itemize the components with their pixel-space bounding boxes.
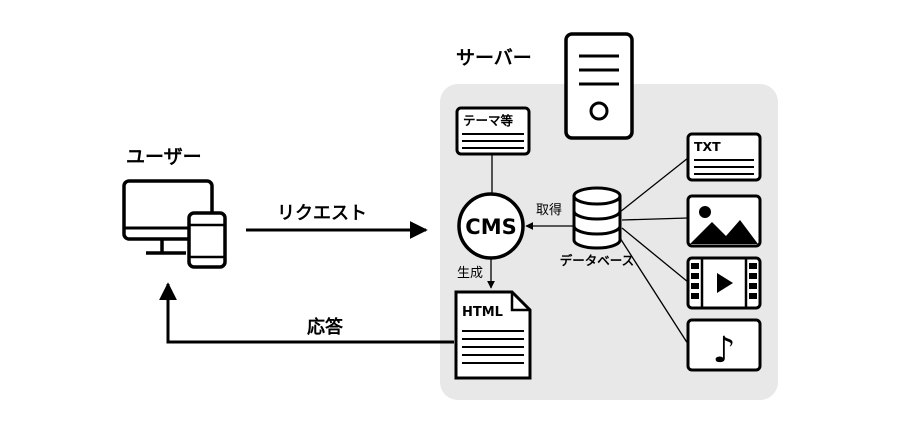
- theme-label: テーマ等: [463, 113, 514, 128]
- video-icon: [686, 256, 762, 310]
- txt-card: TXT: [686, 132, 762, 182]
- user-label: ユーザー: [126, 146, 202, 168]
- html-label: HTML: [462, 305, 503, 320]
- database-label: データベース: [560, 253, 634, 268]
- music-icon: ♪: [686, 318, 762, 372]
- request-label: リクエスト: [277, 203, 367, 224]
- music-glyph: ♪: [713, 330, 736, 371]
- database-connectors: [619, 157, 689, 345]
- server-label: サーバー: [456, 47, 532, 69]
- smartphone-icon: [187, 211, 227, 269]
- cms-node: CMS: [457, 192, 525, 260]
- database-icon: [572, 186, 622, 250]
- server-icon: [564, 32, 634, 140]
- html-document: HTML: [454, 290, 532, 380]
- response-arrow: [159, 282, 454, 344]
- generate-label: 生成: [457, 266, 483, 281]
- theme-card: テーマ等: [455, 106, 531, 156]
- fetch-label: 取得: [536, 202, 562, 218]
- txt-label: TXT: [694, 139, 721, 154]
- image-icon: [686, 194, 762, 248]
- response-label: 応答: [307, 316, 344, 338]
- cms-label: CMS: [465, 215, 516, 239]
